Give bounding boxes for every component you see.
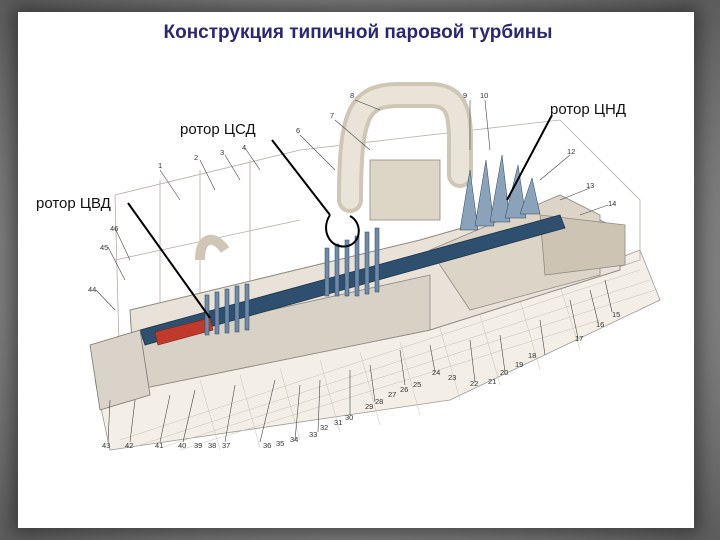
callout-2: 2 bbox=[194, 153, 198, 162]
slide-title: Конструкция типичной паровой турбины bbox=[163, 22, 553, 43]
callout-13: 13 bbox=[586, 181, 594, 190]
callout-45: 45 bbox=[100, 243, 108, 252]
label-lp-rotor: ротор ЦНД bbox=[550, 101, 626, 118]
callout-43: 43 bbox=[102, 441, 110, 450]
callout-39: 39 bbox=[194, 441, 202, 450]
callout-46: 46 bbox=[110, 224, 118, 233]
callout-15: 15 bbox=[612, 310, 620, 319]
pointer-hp-rotor bbox=[127, 202, 211, 319]
callout-19: 19 bbox=[515, 360, 523, 369]
label-hp-rotor: ротор ЦВД bbox=[36, 195, 111, 212]
callout-32: 32 bbox=[320, 423, 328, 432]
callout-10: 10 bbox=[480, 91, 488, 100]
ip-rotor-loop bbox=[325, 214, 360, 248]
callout-17: 17 bbox=[575, 334, 583, 343]
callout-29: 29 bbox=[365, 402, 373, 411]
callout-3: 3 bbox=[220, 148, 224, 157]
callout-44: 44 bbox=[88, 285, 96, 294]
callout-16: 16 bbox=[596, 320, 604, 329]
callout-41: 41 bbox=[155, 441, 163, 450]
callout-leaders bbox=[95, 99, 613, 443]
callout-9: 9 bbox=[463, 91, 467, 100]
callout-18: 18 bbox=[528, 351, 536, 360]
callout-12: 12 bbox=[567, 147, 575, 156]
callout-24: 24 bbox=[432, 368, 440, 377]
callout-22: 22 bbox=[470, 379, 478, 388]
callout-8: 8 bbox=[350, 91, 354, 100]
callout-26: 26 bbox=[400, 385, 408, 394]
callout-34: 34 bbox=[290, 435, 298, 444]
callout-23: 23 bbox=[448, 373, 456, 382]
callout-38: 38 bbox=[208, 441, 216, 450]
label-ip-rotor: ротор ЦСД bbox=[180, 121, 256, 138]
callout-28: 28 bbox=[375, 397, 383, 406]
callout-4: 4 bbox=[242, 143, 246, 152]
front-bearing-housing bbox=[89, 329, 151, 411]
callout-42: 42 bbox=[125, 441, 133, 450]
callout-40: 40 bbox=[178, 441, 186, 450]
callout-30: 30 bbox=[345, 413, 353, 422]
crossover-pipe bbox=[195, 82, 473, 261]
callout-35: 35 bbox=[276, 439, 284, 448]
callout-31: 31 bbox=[334, 418, 342, 427]
callout-14: 14 bbox=[608, 199, 616, 208]
callout-37: 37 bbox=[222, 441, 230, 450]
callout-25: 25 bbox=[413, 380, 421, 389]
rotor-pointers bbox=[127, 114, 553, 319]
callout-numbers: 1 2 3 4 6 7 8 9 10 12 13 14 15 16 17 18 … bbox=[88, 91, 620, 450]
pointer-ip-rotor bbox=[271, 139, 331, 216]
callout-21: 21 bbox=[488, 377, 496, 386]
callout-1: 1 bbox=[158, 161, 162, 170]
callout-20: 20 bbox=[500, 368, 508, 377]
callout-7: 7 bbox=[330, 111, 334, 120]
pointer-lp-rotor bbox=[506, 114, 553, 201]
callout-36: 36 bbox=[263, 441, 271, 450]
callout-6: 6 bbox=[296, 126, 300, 135]
callout-27: 27 bbox=[388, 390, 396, 399]
callout-33: 33 bbox=[309, 430, 317, 439]
